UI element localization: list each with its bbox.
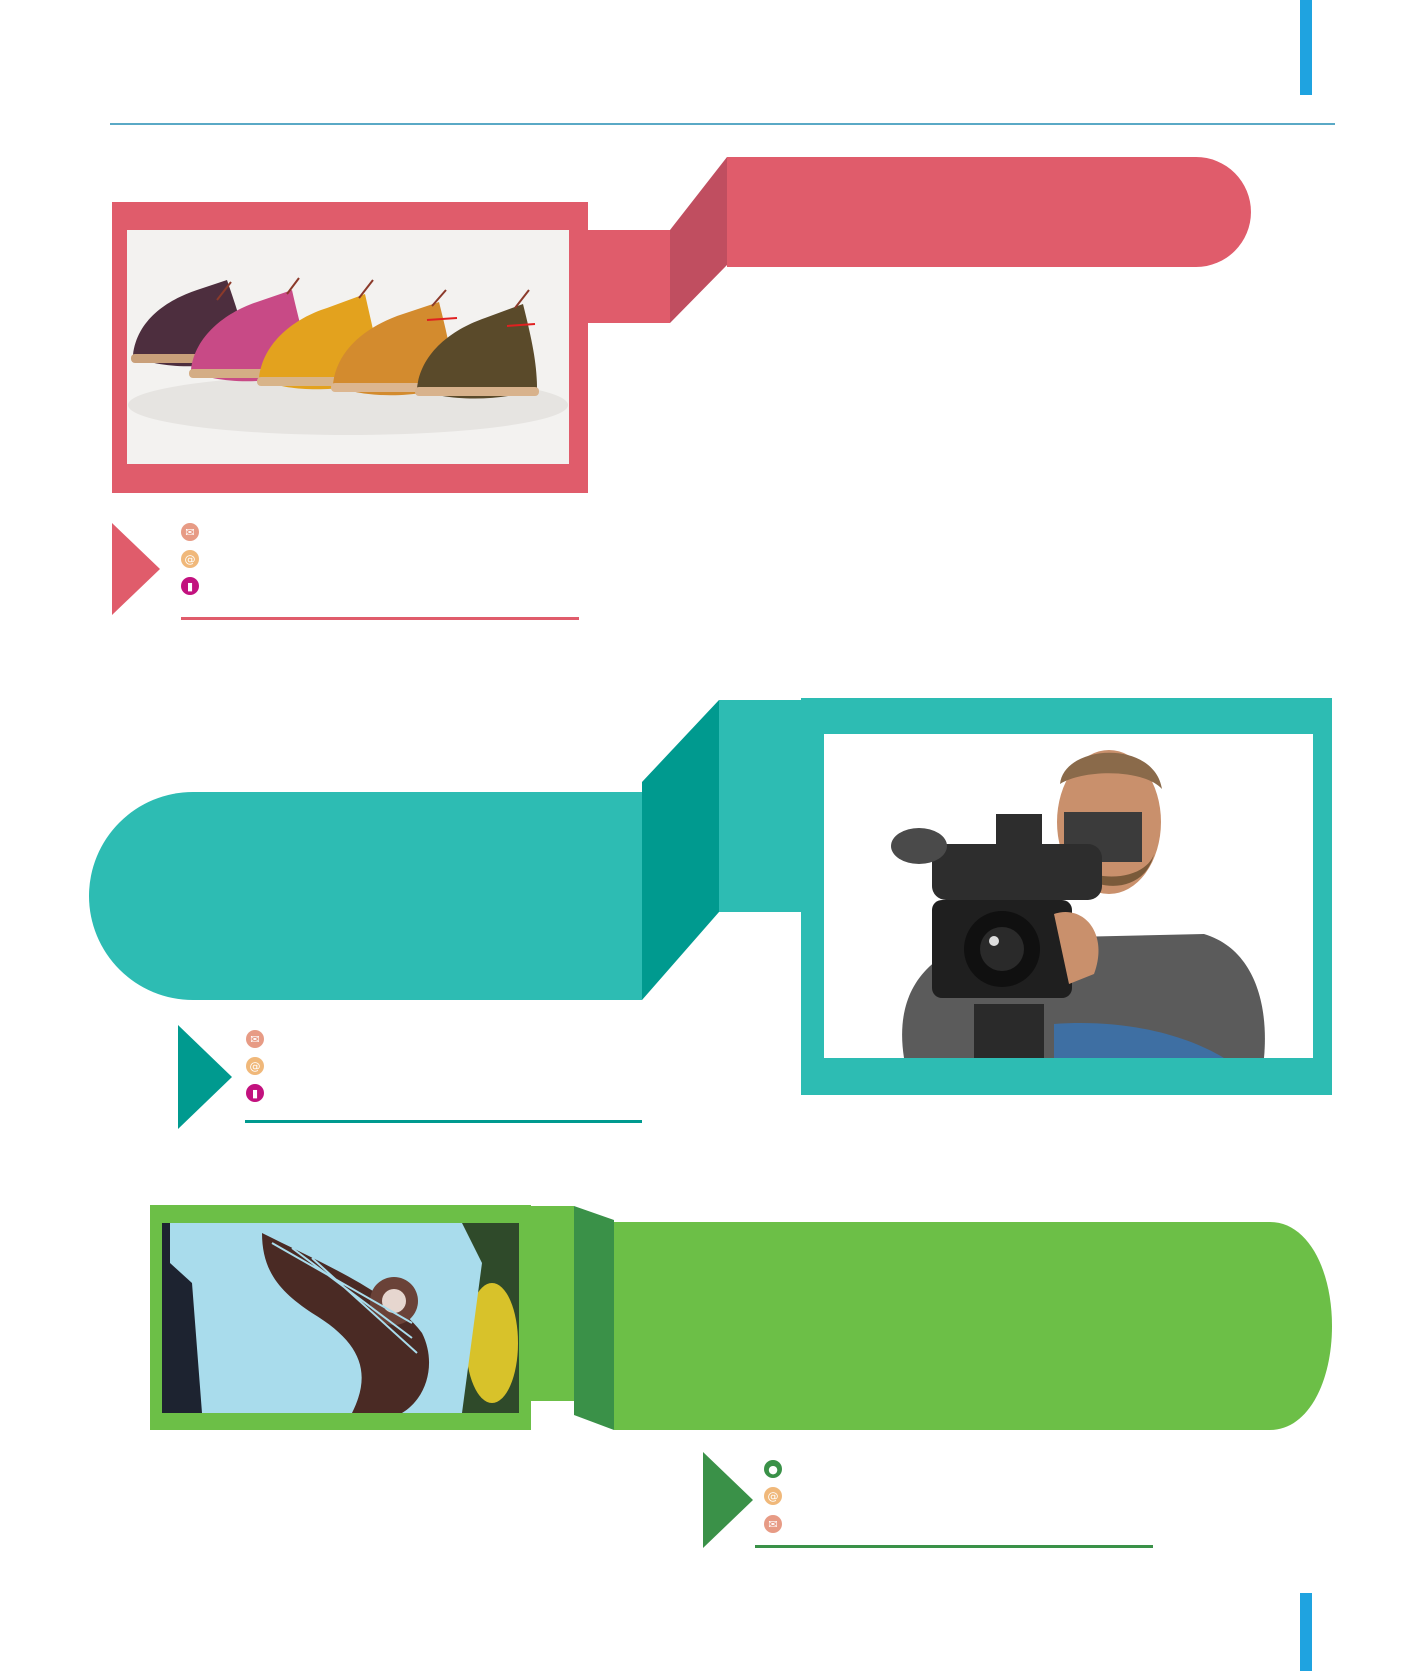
at-sign-icon: @ [764,1487,782,1505]
camera-contact-phone: ▮ [246,1082,274,1104]
shoes-banner [727,157,1251,267]
camera-contact-list: ✉ @ ▮ [246,1028,646,1102]
envelope-icon: ✉ [181,523,199,541]
microphone [891,828,947,864]
shoes-connector-bar [585,230,670,323]
tshirt-photo-frame [150,1205,531,1430]
envelope-icon: ✉ [246,1030,264,1048]
shoes-heading [760,195,1180,225]
shoes-underline [181,617,579,620]
at-sign-icon: @ [246,1057,264,1075]
shoes-contact-list: ✉ @ ▮ [181,521,581,595]
camera-connector-bar [719,700,803,912]
shoes-connector-bevel [670,157,727,323]
phone-icon: ▮ [181,577,199,595]
camera-photo-frame [801,698,1332,1095]
envelope-icon: ✉ [764,1515,782,1533]
cameraman-photo [824,734,1313,1058]
tshirt-heading [660,1310,1260,1340]
camera-body [932,844,1102,900]
shoes-photo-frame [112,202,588,493]
shoes-pointer-triangle [112,523,160,615]
page-tab-marker-top [1300,0,1312,95]
location-icon: ● [764,1460,782,1478]
tshirt-underline [755,1545,1153,1548]
crocodile-tshirt-photo [162,1223,519,1413]
phone-icon: ▮ [246,1084,264,1102]
camera-connector-shapes [89,700,803,1000]
camera-connector-bevel [642,700,719,1000]
tshirt-contact-list: ● @ ✉ [764,1458,1164,1533]
tshirt-connector-shapes [531,1206,1332,1430]
header-rule [110,123,1335,125]
tshirt-contact-email: ✉ [764,1513,792,1535]
tripod [974,1004,1044,1058]
jeans [1054,1023,1224,1058]
tshirt-contact-web: @ [764,1485,792,1507]
crocodile-print [262,1233,430,1413]
shoe-olive [415,304,539,399]
shoes-contact-email: ✉ [181,521,209,543]
camera-contact-email: ✉ [246,1028,274,1050]
shoes-connector-shapes [585,157,1251,323]
at-sign-icon: @ [181,550,199,568]
tshirt-contact-location: ● [764,1458,792,1480]
leather-shoes-photo [127,230,569,464]
shoes-contact-phone: ▮ [181,575,209,597]
shoes-contact-web: @ [181,548,209,570]
yellow-object [466,1283,518,1403]
camera-banner [89,792,642,1000]
camera-contact-web: @ [246,1055,274,1077]
camera-heading [150,880,590,910]
tshirt-pointer-triangle [703,1452,753,1548]
hand [1054,912,1099,984]
tshirt-connector-bar [531,1206,574,1401]
tshirt-banner [614,1222,1332,1430]
tshirt-connector-bevel [574,1206,614,1430]
camera-underline [245,1120,642,1123]
camera-pointer-triangle [178,1025,232,1129]
page-tab-marker-bottom [1300,1593,1312,1671]
